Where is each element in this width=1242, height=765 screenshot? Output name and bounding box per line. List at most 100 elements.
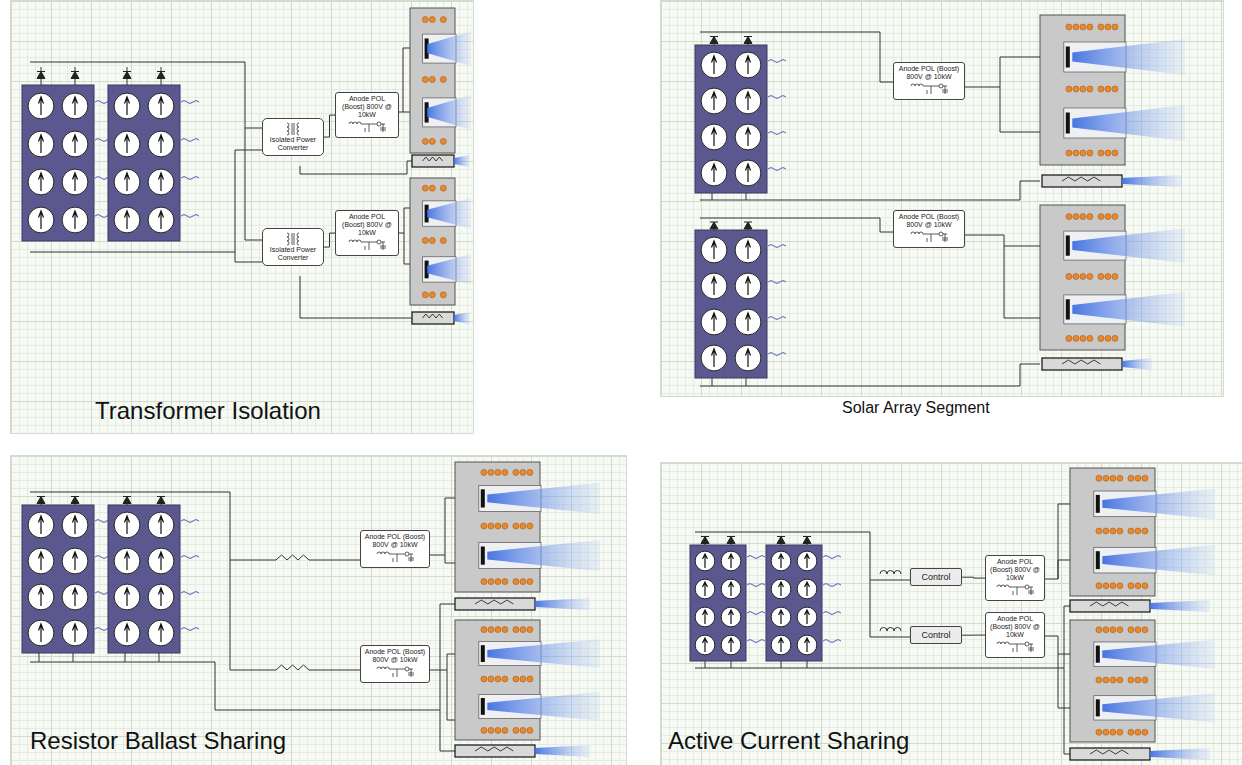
anode-bar <box>481 698 485 715</box>
wire <box>1004 246 1040 318</box>
magnet-coil <box>1105 86 1111 92</box>
cell-arrow <box>73 211 78 229</box>
magnet-coil <box>1112 24 1118 30</box>
magnet-coil <box>429 238 435 244</box>
solar-cell <box>771 579 791 599</box>
cathode-plume <box>1150 748 1210 760</box>
light-ray <box>823 556 841 559</box>
cell-arrow <box>125 173 130 191</box>
anode-bar <box>481 547 485 565</box>
magnet-coil <box>440 138 446 144</box>
magnet-coil <box>527 579 533 585</box>
solar-cell <box>701 273 727 299</box>
cathode-plume <box>454 312 470 324</box>
magnet-coil <box>1073 24 1079 30</box>
wire <box>445 555 455 563</box>
magnet-coil <box>1142 475 1148 481</box>
cell-arrow <box>39 135 44 153</box>
wire <box>1058 560 1070 579</box>
cell-arrow <box>746 164 751 182</box>
box-text: Anode POL (Boost) 800V @ 10kW <box>363 533 427 549</box>
magnet-coil <box>1117 677 1123 683</box>
magnet-coil <box>440 77 446 83</box>
solar-cell <box>735 237 761 263</box>
light-ray <box>747 640 765 643</box>
light-ray <box>747 584 765 587</box>
solar-cell <box>114 169 140 195</box>
wire <box>404 233 410 264</box>
magnet-coil <box>1073 274 1079 280</box>
magnet-coil <box>1096 729 1102 735</box>
magnet-coil <box>1128 583 1134 589</box>
cell-arrow <box>39 552 44 570</box>
converter-box: Isolated Power Converter <box>262 118 324 156</box>
light-ray <box>181 177 199 180</box>
sense-inductor <box>880 571 901 575</box>
anode-pol-box: Anode POL (Boost) 800V @ 10kW <box>985 612 1045 658</box>
magnet-coil <box>1103 583 1109 589</box>
cell-arrow <box>779 610 784 624</box>
light-ray <box>747 612 765 615</box>
wire <box>315 560 360 561</box>
solar-cell <box>771 607 791 627</box>
cell-arrow <box>746 349 751 367</box>
solar-cell <box>771 635 791 655</box>
boost-converter-symbol <box>909 82 949 96</box>
anode-pol-box: Anode POL (Boost) 800V @ 10kW <box>985 555 1045 601</box>
magnet-coil <box>1110 475 1116 481</box>
magnet-coil <box>1117 627 1123 633</box>
cell-arrow <box>746 241 751 259</box>
magnet-coil <box>1096 475 1102 481</box>
boost-converter-symbol <box>909 230 949 244</box>
light-ray <box>823 612 841 615</box>
box-text: Anode POL (Boost) 800V @ 10kW <box>338 213 396 237</box>
wire <box>399 208 410 233</box>
plasma-plume <box>1102 545 1215 576</box>
solar-cell <box>148 584 174 610</box>
light-ray <box>768 96 786 99</box>
cell-arrow <box>779 554 784 568</box>
wire <box>700 364 1040 386</box>
light-ray <box>768 281 786 284</box>
solar-cell <box>114 548 140 574</box>
plasma-plume <box>427 254 471 284</box>
magnet-coil <box>1073 335 1079 341</box>
plasma-plume <box>487 483 600 514</box>
magnet-coil <box>1112 335 1118 341</box>
wire <box>403 112 410 113</box>
solar-cell <box>695 551 715 571</box>
box-text: Isolated Power Converter <box>265 136 321 152</box>
magnet-coil <box>488 579 494 585</box>
wire <box>712 378 713 386</box>
solar-cell <box>701 52 727 78</box>
light-ray <box>823 584 841 587</box>
magnet-coil <box>1128 475 1134 481</box>
panel-caption: Solar Array Segment <box>842 399 990 417</box>
solar-cell <box>721 579 741 599</box>
solar-cell <box>701 124 727 150</box>
magnet-coil <box>1098 214 1104 220</box>
thruster-housing <box>455 620 540 740</box>
magnet-coil <box>429 77 435 83</box>
boost-parts <box>997 642 1034 652</box>
diode-mark <box>1025 642 1029 646</box>
anode-bar <box>1096 551 1100 569</box>
diode-symbol <box>744 222 752 229</box>
boost-parts <box>911 232 948 242</box>
solar-cell <box>114 620 140 646</box>
magnet-coil <box>481 676 487 682</box>
magnet-coil <box>481 579 487 585</box>
cell-arrow <box>805 554 810 568</box>
light-ray <box>181 520 199 523</box>
magnet-coil <box>1110 627 1116 633</box>
solar-cell <box>701 160 727 186</box>
solar-array <box>22 85 94 241</box>
magnet-coil <box>481 627 487 633</box>
magnet-coil <box>520 579 526 585</box>
solar-cell <box>701 309 727 335</box>
heater-symbol <box>1090 602 1128 606</box>
cell-arrow <box>159 97 164 115</box>
anode-bar <box>481 489 485 507</box>
